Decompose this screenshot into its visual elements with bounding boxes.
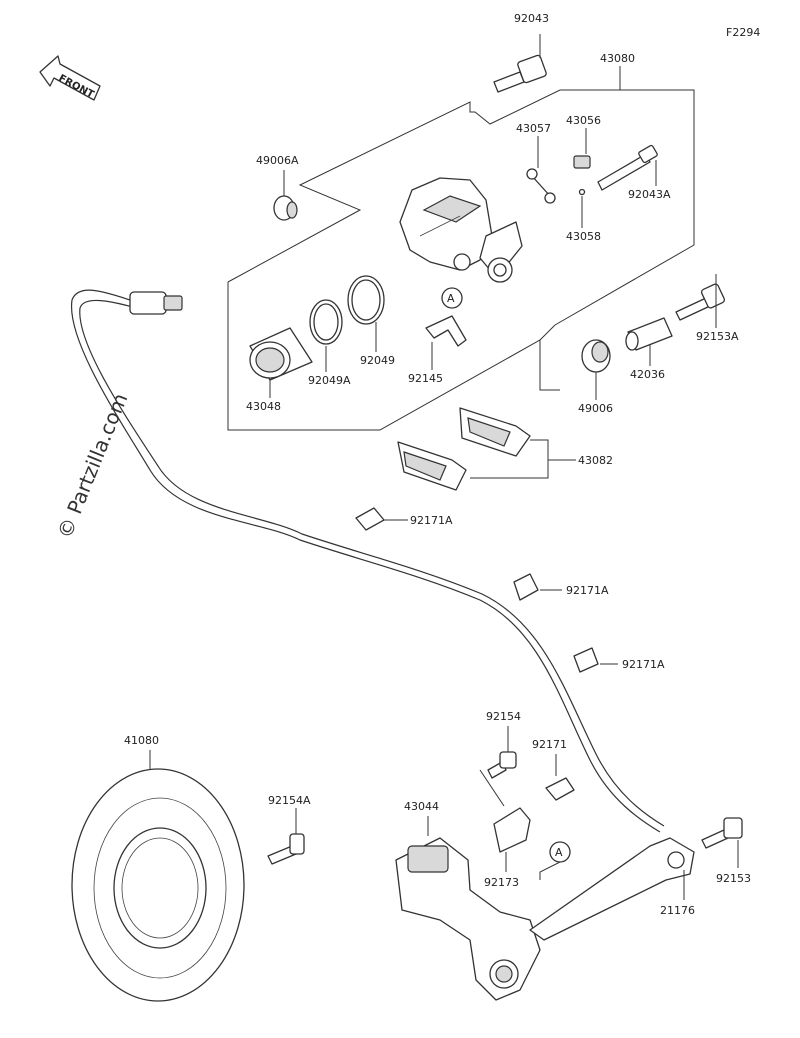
callout-a-top: A: [441, 287, 463, 309]
svg-text:A: A: [447, 292, 455, 305]
bleed-bolt-92043: [493, 54, 547, 93]
ring-43058: [578, 188, 586, 196]
caliper-bracket-43044: [395, 837, 541, 1001]
callout-43056: 43056: [566, 114, 601, 127]
bolt-92154: [487, 751, 517, 779]
callout-92154A: 92154A: [268, 794, 311, 807]
pad-43082-b: [459, 407, 531, 457]
boot-49006A: [273, 195, 298, 221]
clamp-92171A-2: [513, 573, 539, 601]
callout-92171A-3: 92171A: [622, 658, 665, 671]
callout-21176: 21176: [660, 904, 695, 917]
callout-42036: 42036: [630, 368, 665, 381]
callout-41080: 41080: [124, 734, 159, 747]
brake-disc-41080: [71, 768, 245, 1002]
bolt-92154A: [267, 833, 305, 865]
watermark: © Partzilla.com: [52, 390, 132, 542]
clamp-92171A-1: [355, 507, 385, 531]
callout-92145: 92145: [408, 372, 443, 385]
pin-43057: [526, 168, 556, 204]
front-arrow-icon: FRONT: [39, 55, 101, 101]
caliper-body: [399, 177, 523, 283]
seal-92049: [347, 275, 385, 325]
seal-92049A: [309, 299, 343, 345]
callout-92153: 92153: [716, 872, 751, 885]
callout-92153A: 92153A: [696, 330, 739, 343]
pad-43082-a: [397, 441, 467, 491]
callout-92154: 92154: [486, 710, 521, 723]
callout-92171A-2: 92171A: [566, 584, 609, 597]
callout-92043: 92043: [514, 12, 549, 25]
callout-92049: 92049: [360, 354, 395, 367]
callout-92171: 92171: [532, 738, 567, 751]
abs-sensor: [129, 291, 183, 315]
callout-43044: 43044: [404, 800, 439, 813]
clamp-92171A-3: [573, 647, 599, 673]
bracket-92173: [493, 807, 531, 853]
caliper-box-left: [227, 282, 560, 431]
sleeve-42036: [625, 317, 673, 351]
brake-hose-line-2: [79, 299, 665, 827]
clamp-92171: [545, 777, 575, 801]
callout-43080: 43080: [600, 52, 635, 65]
bolt-92153: [701, 817, 743, 849]
callout-43058: 43058: [566, 230, 601, 243]
clip-92145: [425, 315, 467, 347]
caliper-box-top: [227, 89, 695, 326]
callout-92173: 92173: [484, 876, 519, 889]
callout-92049A: 92049A: [308, 374, 351, 387]
callout-43048: 43048: [246, 400, 281, 413]
callout-49006A: 49006A: [256, 154, 299, 167]
callout-92043A: 92043A: [628, 188, 671, 201]
svg-text:A: A: [555, 846, 563, 859]
bolt-92153A: [675, 283, 726, 321]
brake-hose-line: [71, 289, 661, 833]
callout-43082: 43082: [578, 454, 613, 467]
torque-link-21176: [529, 837, 695, 941]
callout-43057: 43057: [516, 122, 551, 135]
pin-92043A: [597, 144, 658, 191]
callout-a-bottom: A: [549, 841, 571, 863]
callout-92171A-1: 92171A: [410, 514, 453, 527]
bleeder-43056: [573, 155, 591, 169]
piston-43048: [249, 327, 313, 381]
callout-49006: 49006: [578, 402, 613, 415]
figure-code: F2294: [726, 26, 760, 39]
boot-49006: [581, 339, 611, 373]
